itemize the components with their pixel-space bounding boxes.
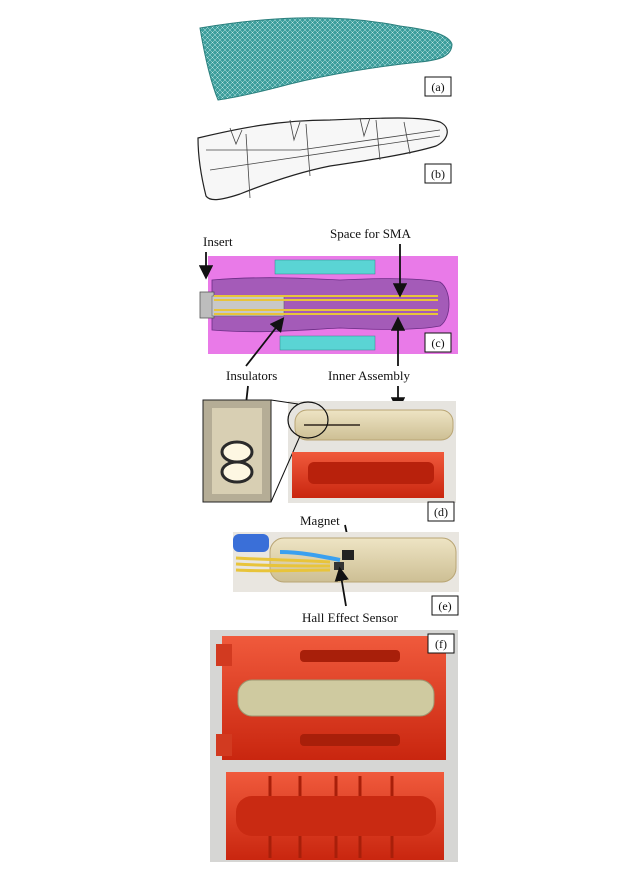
yellow-wires <box>235 556 331 573</box>
arrow-insulators-up <box>245 317 285 367</box>
panel-d-tag: (d) <box>434 505 448 519</box>
hall-sensor-part <box>334 562 344 570</box>
zoom-circle <box>287 401 329 439</box>
inner-assembly-silicone <box>294 409 454 441</box>
panel-f-tag: (f) <box>435 637 447 651</box>
finger-cad-surface <box>197 117 448 201</box>
cast-finger <box>237 679 435 717</box>
panel-c: Insert Space for SMA Insulators Inner As… <box>198 226 458 444</box>
arrow-hall-sensor <box>334 566 349 607</box>
cyan-block-bottom <box>279 335 376 351</box>
blue-wires <box>279 550 341 562</box>
panel-b: (b) <box>197 117 452 201</box>
red-mold-channel <box>308 462 434 484</box>
mold-bottom-cavity <box>236 796 436 836</box>
label-insert: Insert <box>203 234 233 249</box>
label-inner-assembly: Inner Assembly <box>328 368 410 383</box>
panel-f: (f) <box>210 630 458 862</box>
glove <box>233 534 269 552</box>
cyan-block-top <box>274 259 376 275</box>
panel-d: (d) <box>202 399 456 522</box>
mold-slot-top <box>300 650 400 662</box>
label-insulators: Insulators <box>226 368 277 383</box>
mold-flange-top <box>216 644 232 666</box>
sma-wires <box>214 295 438 315</box>
panel-e-tag: (e) <box>438 599 451 613</box>
panel-a: (a) <box>199 17 453 101</box>
zoom-line-top <box>270 399 299 405</box>
label-hall-effect-sensor: Hall Effect Sensor <box>302 610 398 625</box>
finger-cad-wrinkles <box>206 117 441 199</box>
panel-b-tag: (b) <box>431 167 445 181</box>
mold-slot-bottom <box>300 734 400 746</box>
panel-a-tag: (a) <box>431 80 444 94</box>
label-magnet: Magnet <box>300 513 340 528</box>
panel-e: Magnet Hall Effect Sensor (e) <box>233 513 459 625</box>
magnet-part <box>342 550 354 560</box>
label-space-for-sma: Space for SMA <box>330 226 411 241</box>
insulator-ring-top <box>220 440 254 464</box>
finger-mesh-scan <box>199 17 453 101</box>
panel-c-tag: (c) <box>431 336 444 350</box>
mold-flange-bottom <box>216 734 232 756</box>
zoom-line-bottom <box>270 435 301 503</box>
insulator-ring-bottom <box>220 460 254 484</box>
